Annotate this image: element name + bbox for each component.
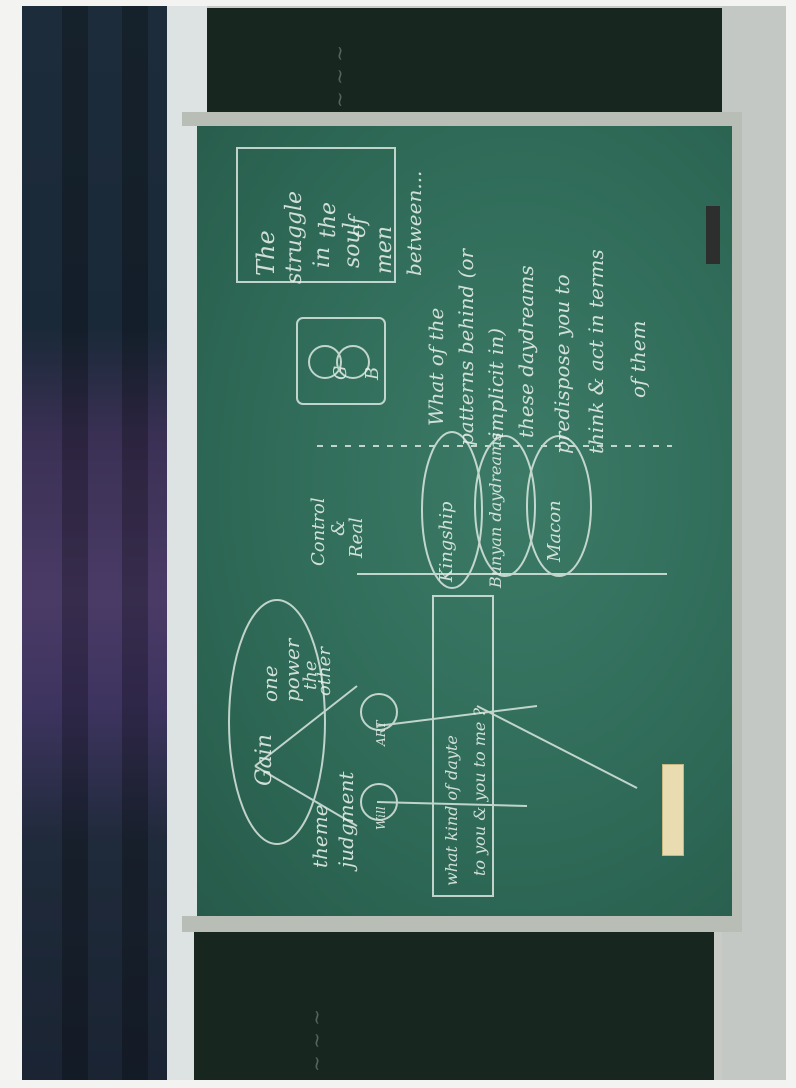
question-line: of them — [626, 320, 650, 398]
control-note: Real — [346, 517, 367, 558]
note-word: the — [316, 201, 341, 238]
bottom-note: what kind of dayte — [442, 735, 461, 886]
curtain — [22, 6, 192, 1080]
chalkboard-photo: ~ ~ ~ ~ ~ ~ The struggle — [22, 6, 786, 1080]
scroll-letter: G — [330, 365, 351, 380]
bottom-box — [432, 595, 494, 897]
note-word: between... — [402, 170, 426, 276]
frame-rail-top — [182, 112, 742, 126]
question-line: predispose you to — [550, 274, 574, 454]
upper-chalkboard: ~ ~ ~ — [207, 8, 722, 112]
question-line: think & act in terms — [584, 249, 608, 454]
oval-label: Kingship — [436, 501, 457, 582]
lower-chalkboard: ~ ~ ~ — [194, 932, 714, 1080]
question-line: patterns behind (or — [454, 248, 478, 446]
circle-label: ART — [374, 720, 388, 747]
circle-label: Will — [374, 806, 388, 830]
scroll-drawing — [296, 317, 386, 405]
note-word: men — [372, 225, 397, 274]
theme-note: theme — [308, 804, 332, 868]
oval-word: Gain — [252, 734, 277, 786]
note-word: The — [252, 230, 280, 276]
scroll-letter: B — [362, 366, 383, 380]
frame-rail-bottom — [182, 916, 742, 932]
faint-chalk: ~ ~ ~ — [304, 1009, 328, 1072]
oval-word: other — [314, 647, 335, 696]
note-word: struggle — [282, 190, 307, 284]
oval — [474, 435, 536, 577]
masking-tape — [662, 764, 684, 856]
faint-chalk: ~ ~ ~ — [327, 45, 351, 108]
control-note: Control — [308, 497, 329, 566]
board-clip — [706, 206, 720, 264]
oval-label: Macon — [544, 500, 565, 562]
note-word: in — [310, 246, 335, 268]
oval — [526, 435, 592, 577]
note-word: of — [346, 216, 371, 238]
oval-word: one — [258, 665, 282, 702]
oval — [421, 431, 483, 589]
note-box — [236, 147, 396, 283]
theme-note: judgment — [334, 771, 358, 868]
curtain-fold — [62, 6, 88, 1080]
chalk-drawings — [228, 147, 672, 897]
oval-label: Bunyan daydreams — [486, 432, 505, 588]
left-oval — [228, 599, 326, 845]
curtain-fold — [122, 6, 148, 1080]
question-line: What of the — [424, 307, 448, 426]
question-line: these daydreams — [514, 265, 538, 438]
question-line: implicit in) — [484, 327, 508, 438]
bottom-note: to you & you to me ? — [470, 707, 489, 876]
